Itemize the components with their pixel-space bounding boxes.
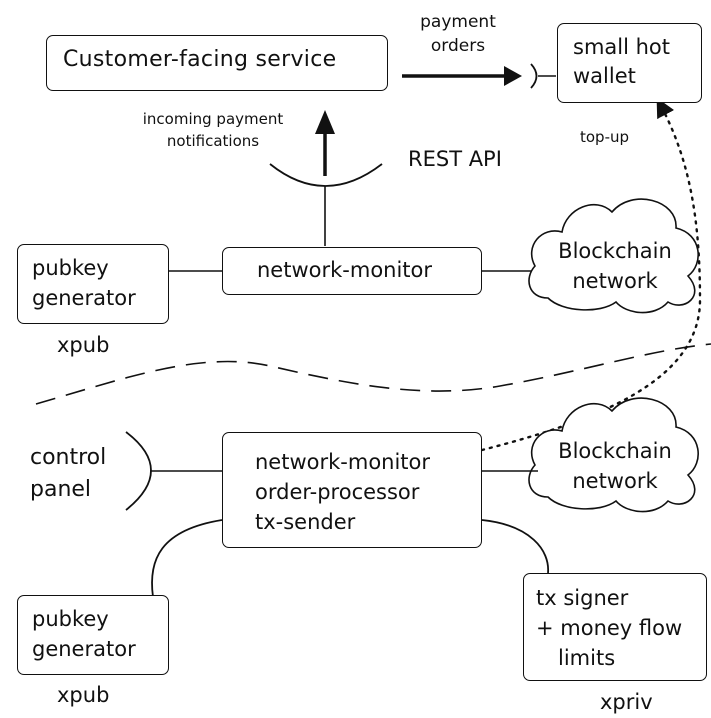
offline-pubkey-generator-label: pubkey generator — [32, 607, 136, 661]
rest-api-label: REST API — [408, 147, 502, 171]
incoming-notifications-label: incoming payment notifications — [142, 110, 284, 150]
customer-facing-service-box — [46, 35, 388, 91]
offline-pubkey-curve — [151, 519, 223, 598]
payment-orders-label: payment orders — [420, 12, 496, 56]
tx-signer-curve — [481, 519, 549, 574]
top-up-label: top-up — [580, 128, 630, 146]
offline-services-box — [222, 432, 482, 548]
xpriv-label: xpriv — [600, 690, 653, 714]
offline-blockchain-label: Blockchain network — [558, 439, 672, 493]
online-pubkey-generator-label: pubkey generator — [32, 256, 136, 310]
customer-facing-service-label: Customer-facing service — [63, 47, 337, 72]
tx-signer-box — [523, 573, 707, 681]
online-pubkey-generator-box — [17, 244, 169, 324]
control-panel-label: control panel — [30, 445, 107, 502]
payment-orders-arrowhead — [504, 66, 522, 86]
online-blockchain-label: Blockchain network — [558, 239, 672, 293]
offline-services-label: network-monitor order-processor tx-sende… — [255, 450, 431, 534]
notifications-arrowhead — [315, 110, 335, 134]
online-xpub-label: xpub — [57, 333, 110, 357]
online-offline-boundary — [35, 343, 711, 405]
control-panel-arc — [125, 431, 152, 511]
small-hot-wallet-box — [557, 23, 702, 103]
offline-pubkey-generator-box — [17, 595, 169, 675]
offline-xpub-label: xpub — [57, 683, 110, 707]
online-network-monitor-label: network-monitor — [257, 258, 433, 282]
hot-wallet-socket — [530, 63, 538, 89]
online-blockchain-cloud — [528, 198, 699, 314]
small-hot-wallet-label: small hot wallet — [573, 35, 671, 88]
tx-signer-label: tx signer + money flow limits — [536, 586, 683, 670]
offline-blockchain-cloud — [528, 397, 699, 513]
online-network-monitor-box — [222, 247, 482, 295]
